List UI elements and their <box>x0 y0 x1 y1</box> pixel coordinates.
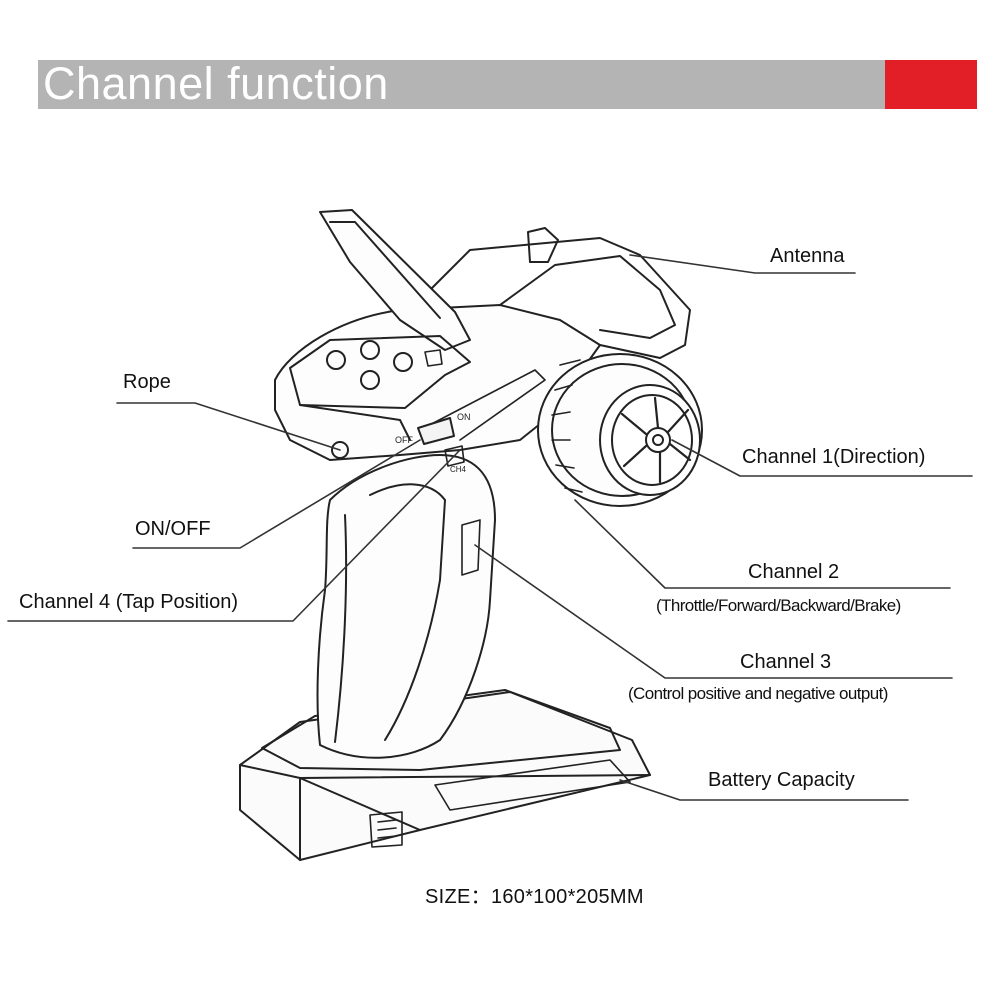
switch-on-label: ON <box>457 412 471 422</box>
label-channel4: Channel 4 (Tap Position) <box>19 591 239 613</box>
title-bar <box>38 60 885 109</box>
label-channel3-detail: (Control positive and negative output) <box>628 684 888 703</box>
size-spec: SIZE：160*100*205MM <box>425 886 644 908</box>
leader-lines <box>7 254 973 801</box>
label-battery-capacity: Battery Capacity <box>708 769 855 791</box>
label-channel2: Channel 2 <box>748 561 840 583</box>
ch4-switch-label: CH4 <box>450 465 467 474</box>
steering-wheel <box>537 353 703 507</box>
label-channel1: Channel 1(Direction) <box>742 446 926 468</box>
label-antenna: Antenna <box>770 245 845 267</box>
label-rope: Rope <box>123 371 171 393</box>
switch-off-label: OFF <box>395 435 413 445</box>
title-accent-block <box>885 60 977 109</box>
page-title: Channel function <box>43 58 389 109</box>
label-channel2-detail: (Throttle/Forward/Backward/Brake) <box>656 596 901 615</box>
grip-handle <box>316 454 496 759</box>
label-on-off: ON/OFF <box>135 518 211 540</box>
label-channel3: Channel 3 <box>740 651 832 673</box>
transmitter-body <box>274 209 691 467</box>
